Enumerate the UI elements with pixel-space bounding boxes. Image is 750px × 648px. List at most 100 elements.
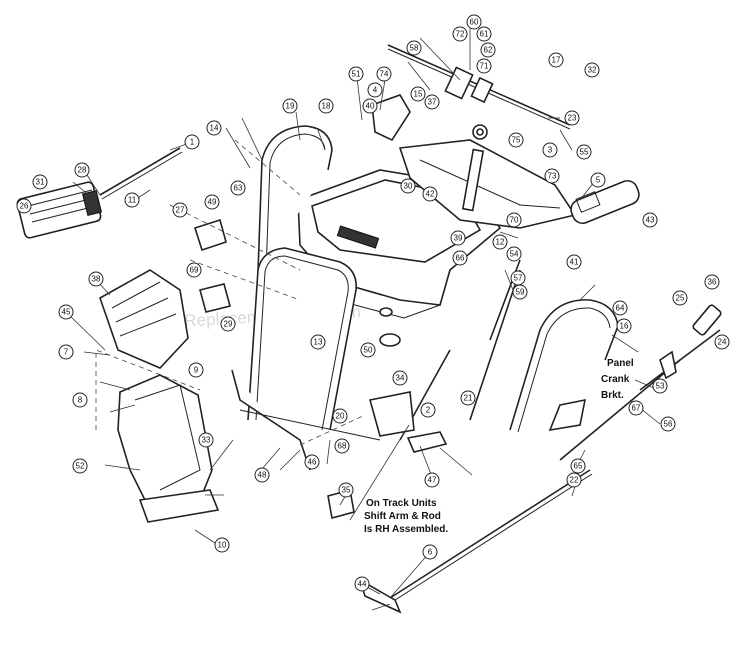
- svg-text:54: 54: [510, 250, 519, 259]
- callout-11: 11: [124, 192, 140, 208]
- callout-73: 73: [544, 168, 560, 184]
- callout-37: 37: [424, 94, 440, 110]
- svg-text:37: 37: [428, 98, 437, 107]
- callout-43: 43: [642, 212, 658, 228]
- svg-text:46: 46: [308, 458, 317, 467]
- callout-33: 33: [198, 432, 214, 448]
- svg-text:3: 3: [548, 146, 553, 155]
- callout-19: 19: [282, 98, 298, 114]
- callout-46: 46: [304, 454, 320, 470]
- callout-17: 17: [548, 52, 564, 68]
- callout-62: 62: [480, 42, 496, 58]
- callout-23: 23: [564, 110, 580, 126]
- svg-text:9: 9: [194, 366, 199, 375]
- assembly-lines: [95, 139, 366, 446]
- callout-67: 67: [628, 400, 644, 416]
- note-panel-crank-line-1: Panel: [607, 358, 634, 369]
- callout-40: 40: [362, 98, 378, 114]
- svg-text:47: 47: [428, 476, 437, 485]
- svg-text:63: 63: [234, 184, 243, 193]
- callout-27: 27: [172, 202, 188, 218]
- svg-text:71: 71: [480, 62, 489, 71]
- svg-text:26: 26: [20, 202, 29, 211]
- callout-38: 38: [88, 271, 104, 287]
- callout-50: 50: [360, 342, 376, 358]
- callout-28: 28: [74, 162, 90, 178]
- svg-text:72: 72: [456, 30, 465, 39]
- callout-60: 60: [466, 14, 482, 30]
- right-side-handle: [509, 299, 619, 433]
- svg-text:38: 38: [92, 275, 101, 284]
- svg-text:8: 8: [78, 396, 83, 405]
- svg-text:27: 27: [176, 206, 185, 215]
- callout-47: 47: [424, 472, 440, 488]
- callout-71: 71: [476, 58, 492, 74]
- leader-lines: [65, 20, 661, 611]
- svg-text:49: 49: [208, 198, 217, 207]
- svg-text:56: 56: [664, 420, 673, 429]
- svg-text:42: 42: [426, 190, 435, 199]
- callout-15: 15: [410, 86, 426, 102]
- right-handle-grip: [570, 179, 640, 225]
- svg-text:68: 68: [338, 442, 347, 451]
- callout-14: 14: [206, 120, 222, 136]
- svg-text:51: 51: [352, 70, 361, 79]
- svg-text:70: 70: [510, 216, 519, 225]
- callouts: 1 2 3 4 5 6 7 8 9 10 11 12 13 14 15 16 1…: [16, 14, 730, 592]
- svg-text:15: 15: [414, 90, 423, 99]
- lower-handle: [231, 247, 381, 471]
- svg-text:43: 43: [646, 216, 655, 225]
- svg-text:67: 67: [632, 404, 641, 413]
- svg-text:2: 2: [426, 406, 431, 415]
- callout-24: 24: [714, 334, 730, 350]
- callout-70: 70: [506, 212, 522, 228]
- svg-text:7: 7: [64, 348, 69, 357]
- callout-21: 21: [460, 390, 476, 406]
- svg-text:16: 16: [620, 322, 629, 331]
- svg-text:35: 35: [342, 486, 351, 495]
- svg-text:65: 65: [574, 462, 583, 471]
- callout-9: 9: [188, 362, 204, 378]
- callout-52: 52: [72, 458, 88, 474]
- callout-49: 49: [204, 194, 220, 210]
- svg-text:21: 21: [464, 394, 473, 403]
- callout-18: 18: [318, 98, 334, 114]
- callout-61: 61: [476, 26, 492, 42]
- svg-text:25: 25: [676, 294, 685, 303]
- svg-text:53: 53: [656, 382, 665, 391]
- svg-text:60: 60: [470, 18, 479, 27]
- callout-65: 65: [570, 458, 586, 474]
- callout-54: 54: [506, 246, 522, 262]
- callout-3: 3: [542, 142, 558, 158]
- svg-text:74: 74: [380, 70, 389, 79]
- callout-44: 44: [354, 576, 370, 592]
- callout-2: 2: [420, 402, 436, 418]
- svg-text:33: 33: [202, 436, 211, 445]
- callout-48: 48: [254, 467, 270, 483]
- svg-text:34: 34: [396, 374, 405, 383]
- callout-25: 25: [672, 290, 688, 306]
- callout-20: 20: [332, 408, 348, 424]
- svg-text:14: 14: [210, 124, 219, 133]
- svg-text:59: 59: [516, 288, 525, 297]
- callout-7: 7: [58, 344, 74, 360]
- svg-text:17: 17: [552, 56, 561, 65]
- callout-22: 22: [566, 472, 582, 488]
- callout-32: 32: [584, 62, 600, 78]
- svg-text:61: 61: [480, 30, 489, 39]
- callout-72: 72: [452, 26, 468, 42]
- callout-64: 64: [612, 300, 628, 316]
- note-track-units-line-2: Shift Arm & Rod: [364, 511, 441, 522]
- callout-36: 36: [704, 274, 720, 290]
- callout-13: 13: [310, 334, 326, 350]
- callout-39: 39: [450, 230, 466, 246]
- svg-text:20: 20: [336, 412, 345, 421]
- svg-text:52: 52: [76, 462, 85, 471]
- crank-rod: [559, 304, 722, 461]
- svg-text:66: 66: [456, 254, 465, 263]
- svg-text:11: 11: [128, 196, 137, 205]
- svg-text:64: 64: [616, 304, 625, 313]
- callout-30: 30: [400, 178, 416, 194]
- chute-deflector: [99, 269, 189, 369]
- callout-42: 42: [422, 186, 438, 202]
